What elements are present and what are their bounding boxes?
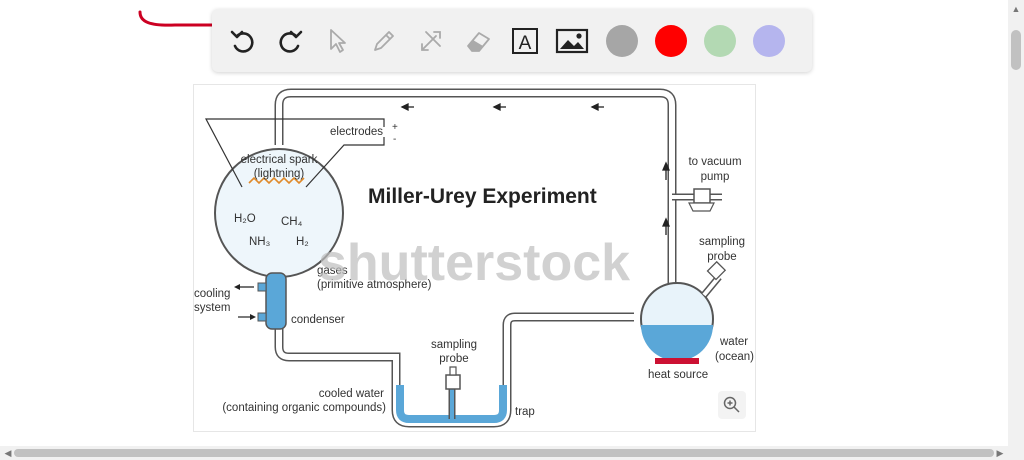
- svg-text:probe: probe: [439, 353, 468, 365]
- color-swatch-gray[interactable]: [606, 24, 638, 57]
- vertical-scroll-thumb[interactable]: [1011, 30, 1021, 70]
- flow-arrows: [400, 102, 670, 235]
- image-icon[interactable]: [555, 24, 589, 58]
- svg-text:(containing organic compounds): (containing organic compounds): [222, 402, 386, 414]
- svg-text:trap: trap: [515, 406, 535, 418]
- svg-text:H₂O: H₂O: [234, 213, 256, 225]
- svg-text:cooled water: cooled water: [319, 388, 384, 400]
- svg-text:probe: probe: [707, 251, 736, 263]
- svg-text:A: A: [519, 33, 532, 54]
- svg-text:sampling: sampling: [699, 236, 745, 248]
- zoom-icon[interactable]: [718, 391, 746, 419]
- svg-text:system: system: [194, 302, 230, 314]
- horizontal-scrollbar[interactable]: ◀ ▶: [0, 446, 1008, 460]
- sampling-valve: [445, 374, 461, 390]
- redo-icon[interactable]: [273, 24, 307, 58]
- heat-source-bar: [655, 358, 699, 364]
- text-icon[interactable]: A: [508, 24, 542, 58]
- svg-text:pump: pump: [701, 171, 730, 183]
- pencil-icon[interactable]: [367, 24, 401, 58]
- svg-text:condenser: condenser: [291, 314, 345, 326]
- color-swatch-purple[interactable]: [753, 24, 785, 57]
- red-ink-stroke: [138, 10, 214, 27]
- svg-text:(lightning): (lightning): [254, 168, 305, 180]
- scroll-right-icon[interactable]: ▶: [996, 448, 1004, 458]
- spark-zigzag: [248, 176, 305, 185]
- condenser: [265, 272, 287, 330]
- svg-text:(primitive atmosphere): (primitive atmosphere): [317, 279, 432, 291]
- diagram-image: electrodes + - electrical spark (lightni…: [193, 84, 756, 432]
- scroll-up-icon[interactable]: ▲: [1011, 4, 1021, 14]
- drawing-toolbar: A: [212, 9, 812, 72]
- undo-icon[interactable]: [226, 24, 260, 58]
- diagram-title: Miller-Urey Experiment: [368, 185, 597, 208]
- svg-text:-: -: [393, 134, 396, 145]
- eraser-icon[interactable]: [461, 24, 495, 58]
- svg-text:NH₃: NH₃: [249, 236, 271, 248]
- watermark: shutterstock: [318, 234, 630, 292]
- miller-urey-diagram: electrodes + - electrical spark (lightni…: [194, 88, 754, 428]
- scroll-left-icon[interactable]: ◀: [4, 448, 12, 458]
- color-swatch-red[interactable]: [655, 24, 687, 57]
- svg-text:sampling: sampling: [431, 339, 477, 351]
- vacuum-valve: [693, 188, 711, 204]
- svg-text:H₂: H₂: [296, 236, 309, 248]
- svg-text:CH₄: CH₄: [281, 216, 303, 228]
- svg-text:gases: gases: [317, 265, 348, 277]
- svg-text:electrical spark: electrical spark: [241, 154, 318, 166]
- horizontal-scroll-thumb[interactable]: [14, 449, 994, 457]
- svg-text:cooling: cooling: [194, 288, 230, 300]
- pointer-icon[interactable]: [320, 24, 354, 58]
- tools-icon[interactable]: [414, 24, 448, 58]
- svg-text:(ocean): (ocean): [715, 351, 754, 363]
- svg-text:to vacuum: to vacuum: [688, 156, 741, 168]
- svg-text:electrodes: electrodes: [330, 126, 383, 138]
- svg-text:heat source: heat source: [648, 369, 708, 381]
- vertical-scrollbar[interactable]: ▲: [1008, 0, 1024, 460]
- svg-text:water: water: [719, 336, 748, 348]
- color-swatch-green[interactable]: [704, 24, 736, 57]
- svg-text:+: +: [392, 122, 398, 133]
